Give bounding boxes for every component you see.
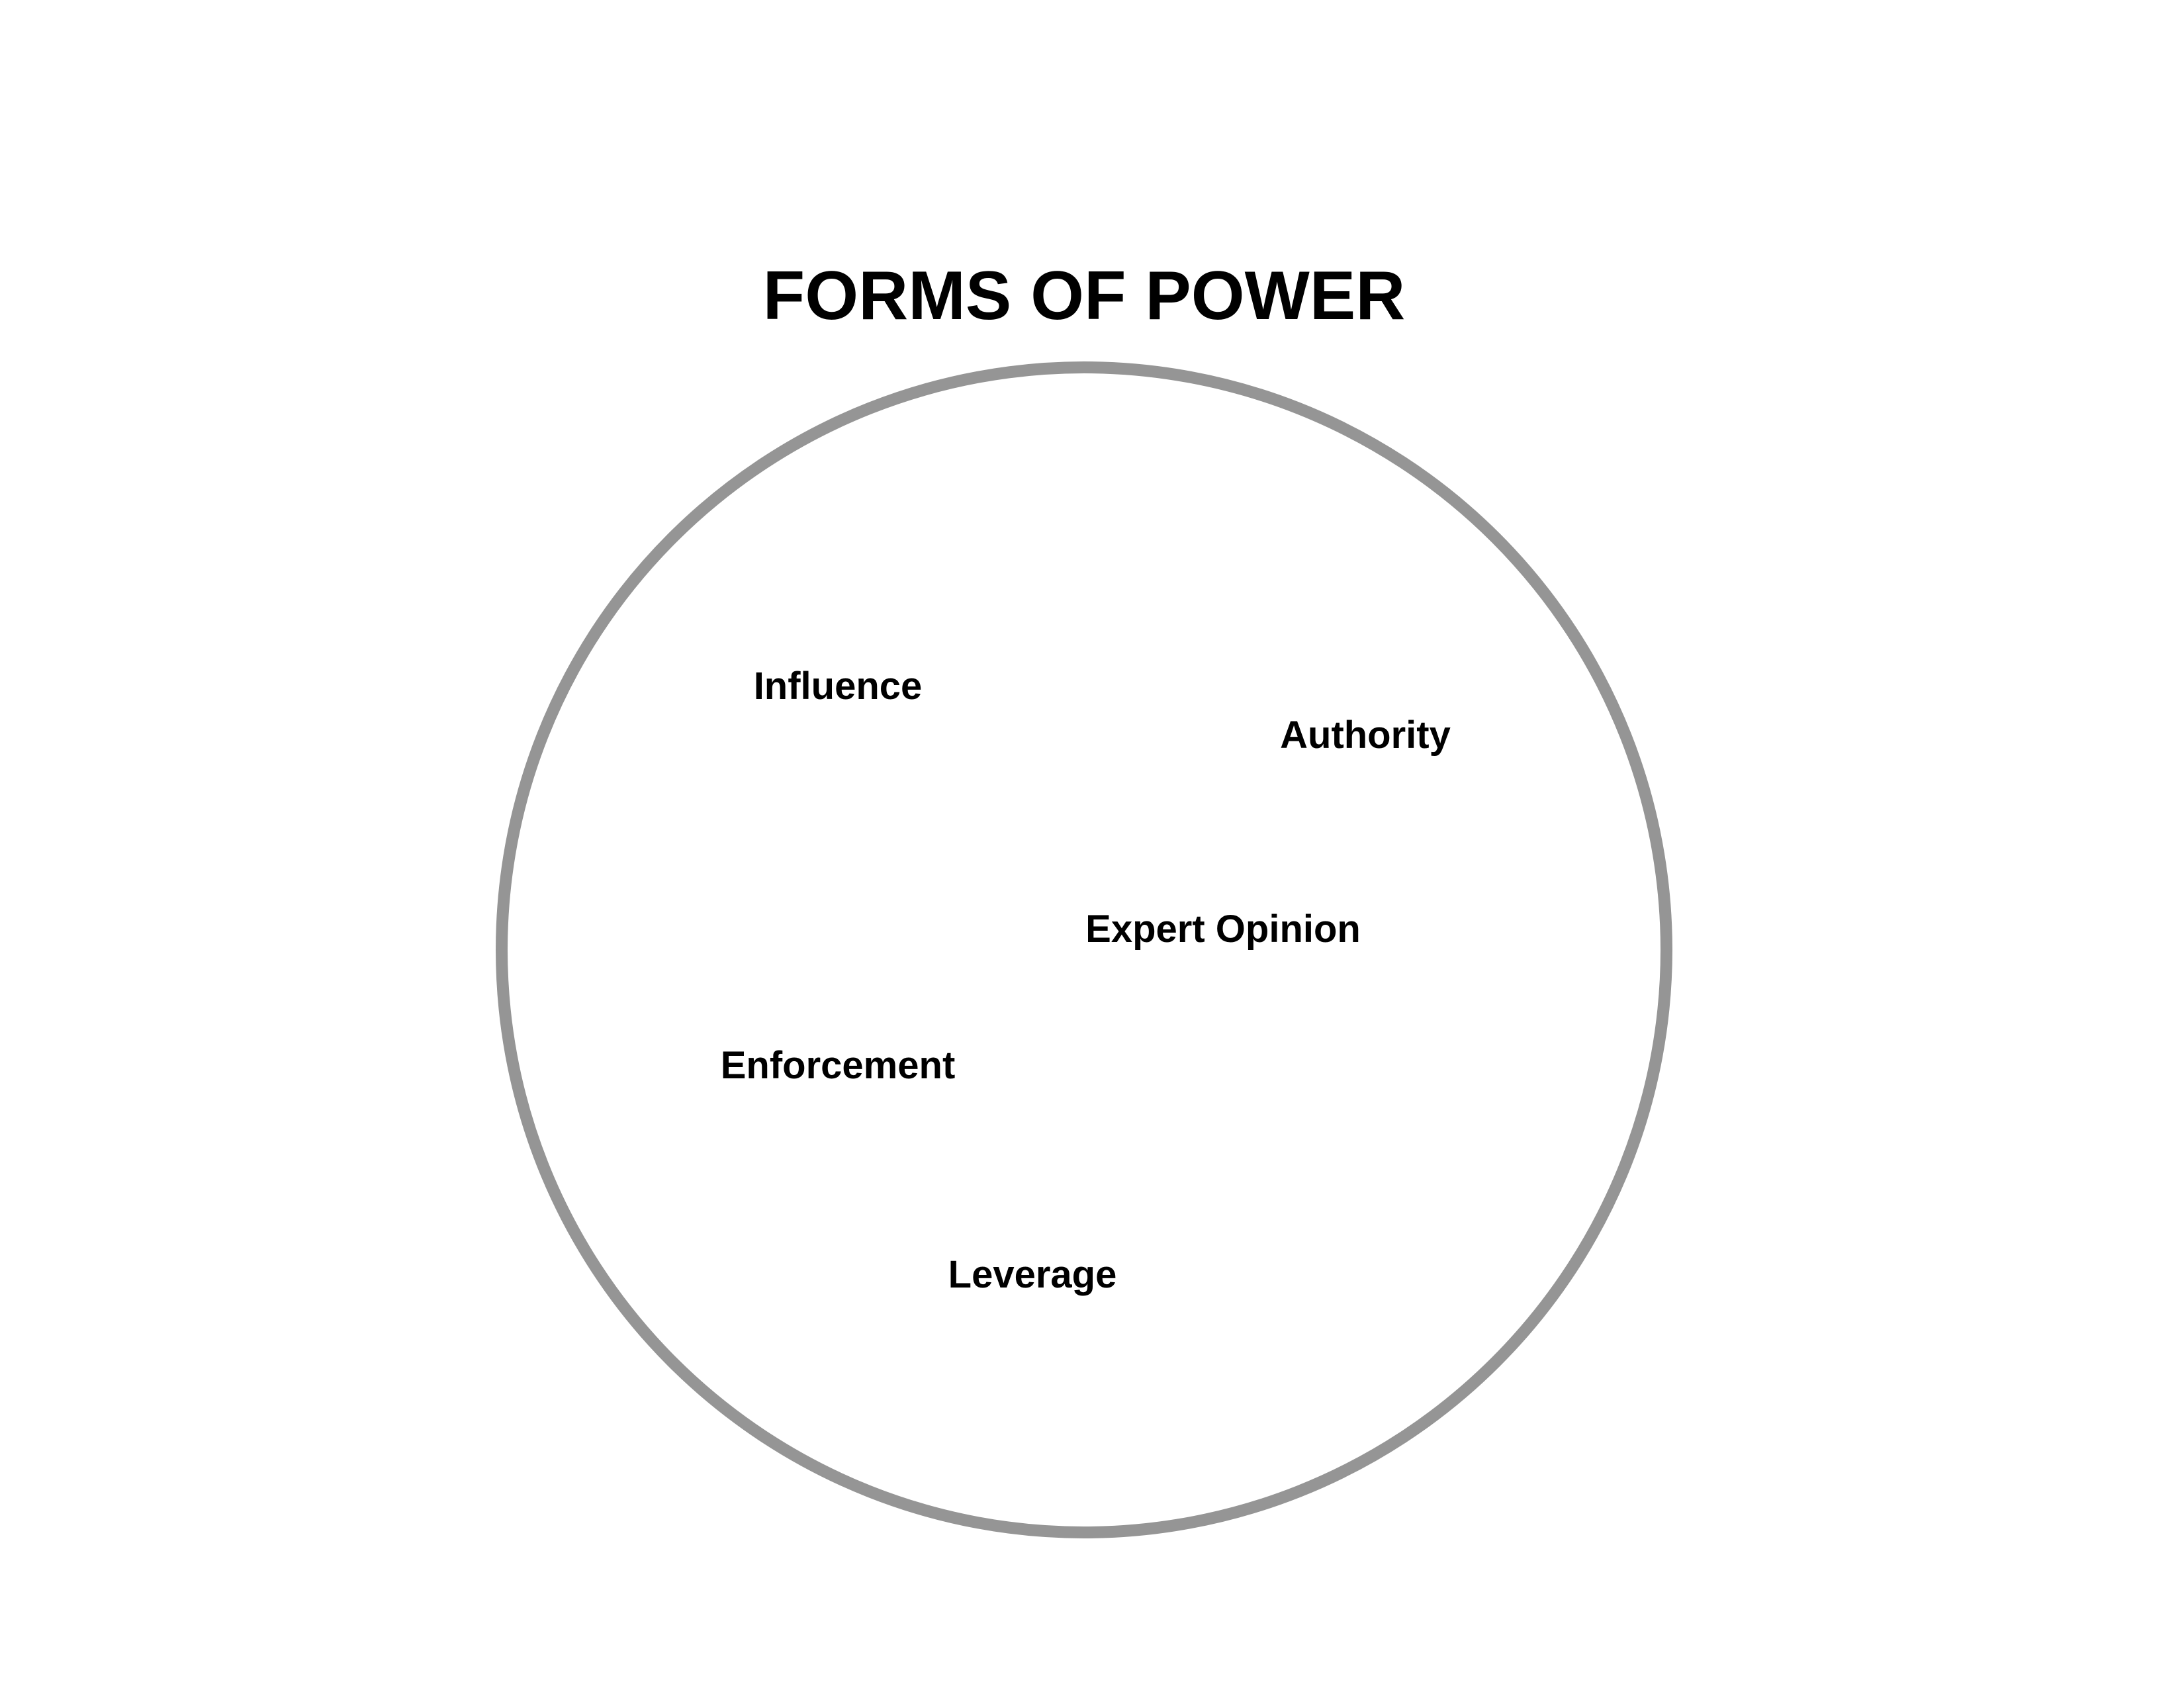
label-authority: Authority	[1280, 714, 1451, 757]
diagram-title: FORMS OF POWER	[762, 258, 1406, 334]
label-leverage: Leverage	[948, 1253, 1117, 1296]
label-influence: Influence	[753, 665, 923, 708]
label-expert-opinion: Expert Opinion	[1085, 908, 1361, 951]
power-circle-outline	[496, 361, 1672, 1538]
label-enforcement: Enforcement	[720, 1044, 956, 1087]
